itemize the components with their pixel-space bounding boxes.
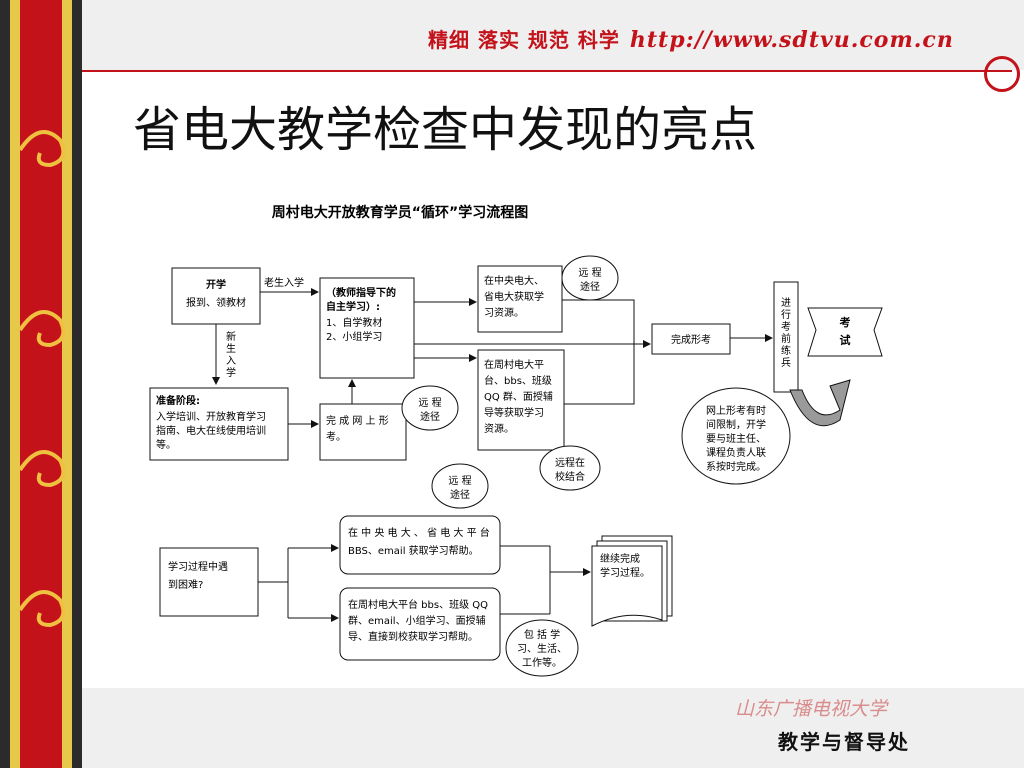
header-url: http://www.sdtvu.com.cn [629,27,954,53]
help-central-line-1: 在 中 央 电 大 、 省 电 大 平 台 [348,526,490,539]
start-body: 报到、领教材 [186,296,246,309]
swirl-icon [984,56,1020,92]
scroll-band-right [62,0,72,768]
cloud-combo [539,445,601,491]
prep-box [149,387,289,461]
cloud-remote-3 [401,385,459,431]
continue-doc-front [591,545,663,627]
review-scroll [773,281,799,393]
online-quiz-line-1: 完 成 网 上 形 [326,414,389,427]
cloud-deadline [681,387,791,485]
slide-title: 省电大教学检查中发现的亮点 [133,102,758,158]
cloud-deadline-line-3: 要与班主任、 [706,432,766,445]
cloud-remote-2-line-2: 途径 [450,488,470,501]
local-line-4: 导等获取学习 [484,406,544,419]
continue-line-2: 学习过程。 [600,566,650,579]
selfstudy-title-1: （教师指导下的 [326,286,396,299]
central-line-3: 习资源。 [484,306,524,319]
review-char-4: 前 [781,332,791,345]
cloud-deadline-line-4: 课程负责人联 [706,446,766,459]
exam-char-2: 试 [840,333,851,347]
online-quiz-box [319,403,407,461]
edge-new-label-2: 生 [226,342,236,355]
help-local-line-2: 群、email、小组学习、面授辅 [348,614,486,627]
cloud-pattern-icon [18,130,66,628]
header-slogan: 精细 落实 规范 科学 http://www.sdtvu.com.cn [428,24,954,53]
slogan-text: 精细 落实 规范 科学 [428,28,620,52]
department-name: 教学与督导处 [778,730,910,754]
cloud-deadline-line-1: 网上形考有时 [706,404,766,417]
cloud-remote-2-line-1: 远 程 [448,475,471,487]
decorative-scroll [0,0,82,768]
start-box [171,267,261,325]
edge-new-label-1: 新 [226,330,236,343]
review-char-2: 行 [781,308,791,321]
cloud-include-line-2: 习、生活、 [517,642,567,655]
central-line-1: 在中央电大、 [484,274,544,287]
cloud-remote-1-line-2: 途径 [580,280,600,293]
complete-quiz-label: 完成形考 [671,333,711,346]
cloud-remote-3-line-2: 途径 [420,410,440,423]
online-quiz-line-2: 考。 [326,431,346,443]
edge-new-label-4: 学 [226,366,236,379]
local-line-3: QQ 群、面授辅 [484,390,553,403]
scroll-rod-left [0,0,10,768]
prep-line-3: 等。 [156,438,176,451]
local-line-2: 台、bbs、班级 [484,374,552,387]
central-box [477,265,563,333]
difficulty-line-2: 到困难? [168,579,203,591]
header-bar [82,0,1024,70]
prep-title: 准备阶段: [156,394,200,407]
cloud-include [505,619,579,677]
edge-local-complete [564,344,635,405]
curved-arrow-icon [789,379,851,427]
help-local-line-1: 在周村电大平台 bbs、班级 QQ [348,598,488,611]
cloud-deadline-line-2: 间限制，开学 [706,418,766,431]
diagram-title: 周村电大开放教育学员“循环”学习流程图 [272,204,528,221]
review-char-5: 练 [781,344,791,357]
flowchart: 周村电大开放教育学员“循环”学习流程图 开学 报到、领教材 老生入学 新 生 入… [149,204,883,677]
prep-line-1: 入学培训、开放教育学习 [156,410,266,423]
exam-banner [807,307,883,357]
local-line-5: 资源。 [484,422,514,435]
continue-line-1: 继续完成 [600,552,640,565]
edge-new-label-3: 入 [226,356,236,367]
university-logo: 山东广播电视大学 [735,698,888,720]
difficulty-box [159,547,259,617]
review-char-6: 兵 [781,356,791,369]
cloud-combo-line-2: 校结合 [555,470,585,483]
review-char-3: 考 [781,321,791,333]
cloud-include-line-3: 工作等。 [522,656,562,669]
header-divider [82,70,1012,72]
prep-line-2: 指南、电大在线使用培训 [156,424,266,437]
footer-bar [82,688,1024,768]
edge-central-complete [562,299,635,344]
selfstudy-title-2: 自主学习）: [326,300,380,313]
scroll-rod-right [72,0,82,768]
help-central-line-2: BBS、email 获取学习帮助。 [348,544,479,557]
help-local-line-3: 导、直接到校获取学习帮助。 [348,630,478,643]
difficulty-line-1: 学习过程中遇 [168,560,228,573]
selfstudy-item-2: 2、小组学习 [326,330,382,343]
cloud-deadline-line-5: 系按时完成。 [706,460,766,473]
review-char-1: 进 [781,297,791,309]
start-title: 开学 [206,278,226,291]
cloud-include-line-1: 包 括 学 [524,628,560,641]
local-box [477,349,565,451]
scroll-band-left [10,0,20,768]
complete-quiz-box [651,323,731,355]
cloud-remote-1-line-1: 远 程 [578,267,601,279]
cloud-combo-line-1: 远程在 [555,457,585,469]
edge-enroll-label: 老生入学 [264,276,304,289]
central-line-2: 省电大获取学 [484,290,544,303]
local-line-1: 在周村电大平 [484,358,544,371]
help-central-box [339,515,501,575]
cloud-remote-3-line-1: 远 程 [418,397,441,409]
help-local-box [339,587,501,661]
selfstudy-box [319,277,415,379]
cloud-remote-2 [431,463,489,509]
selfstudy-item-1: 1、自学教材 [326,316,382,329]
exam-char-1: 考 [840,315,851,329]
